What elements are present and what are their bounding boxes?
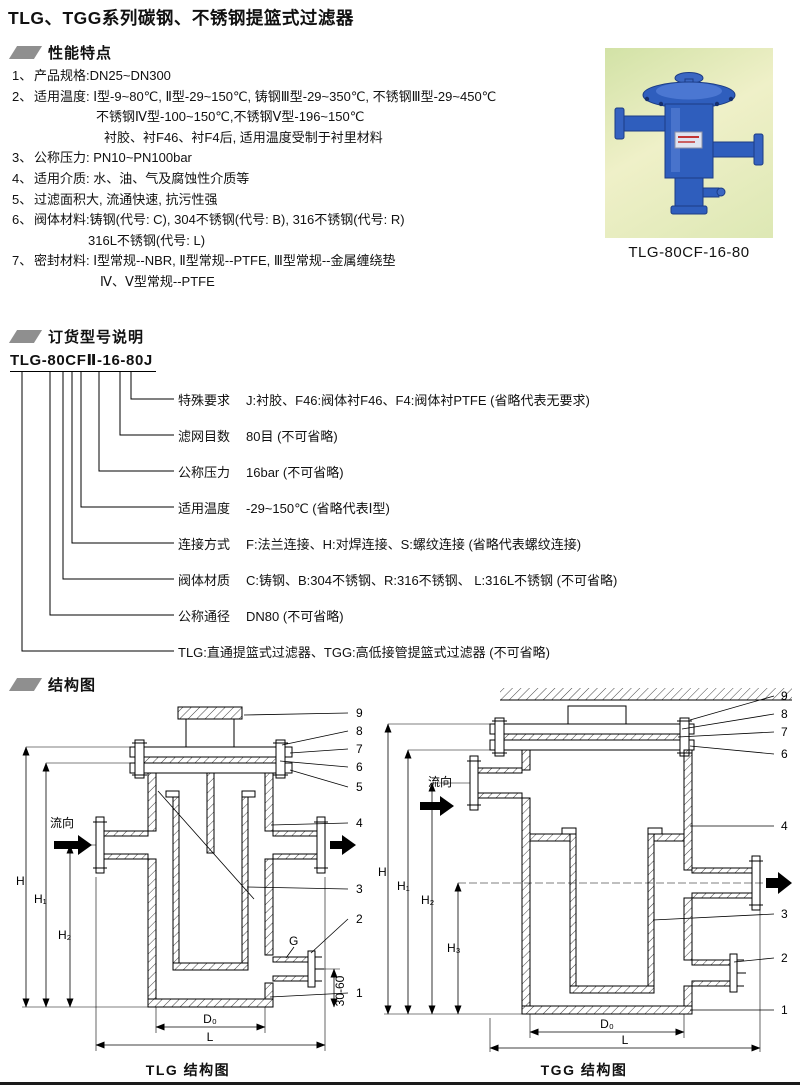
tgg-dim-labels: H H₁ H₂ H₃ D₀ L 流向: [378, 774, 629, 1047]
outlet-flange: [753, 133, 764, 166]
dim-label-h1: H₁: [34, 892, 47, 906]
dim-label-h3: H₃: [447, 941, 461, 955]
outlet-nozzle: [712, 141, 758, 158]
inlet-nozzle: [620, 115, 666, 132]
dim-label-h: H: [378, 865, 387, 879]
product-model-caption: TLG-80CF-16-80: [628, 244, 750, 261]
dim-label-d0: D₀: [600, 1017, 614, 1031]
structure-section-header: 结构图: [8, 674, 96, 695]
tgg-flow-arrows: [420, 796, 792, 894]
part-number-label: 2: [356, 912, 363, 926]
feature-line: 5、过滤面积大, 流通快速, 抗污性强: [12, 191, 218, 207]
dim-label-h: H: [16, 874, 25, 888]
tlg-dimension-lines: [22, 746, 340, 1051]
order-code-connector-lines: [21, 372, 174, 652]
feature-line: 4、适用介质: 水、油、气及腐蚀性介质等: [12, 170, 250, 186]
page-bottom-rule: [0, 1082, 800, 1085]
tgg-vessel-outline: [467, 688, 792, 1015]
product-photo: [605, 48, 773, 238]
tlg-structure-diagram: 9 8 7 6 5 4 3 2 1 H H₁ H₂ G D₀ L 30-60 流…: [16, 706, 363, 1051]
part-number-label: 4: [356, 816, 363, 830]
feature-line: Ⅳ、Ⅴ型常规--PTFE: [100, 273, 215, 289]
part-number-label: 3: [356, 882, 363, 896]
part-number-label: 8: [356, 724, 363, 738]
tlg-basket: [157, 772, 256, 971]
ordering-heading: 订货型号说明: [48, 329, 145, 346]
features-heading: 性能特点: [48, 45, 113, 62]
ordering-section-header: 订货型号说明: [8, 326, 144, 347]
part-number-label: 8: [781, 707, 788, 721]
feature-line: 1、产品规格:DN25~DN300: [12, 68, 171, 83]
dim-label-l: L: [207, 1030, 214, 1044]
tgg-dimension-lines: [384, 723, 764, 1052]
tgg-basket: [529, 827, 685, 994]
tlg-part-numbers: 9 8 7 6 5 4 3 2 1: [356, 706, 363, 1000]
dim-label-h2: H₂: [421, 893, 435, 907]
dim-label-h1: H₁: [397, 879, 410, 893]
part-number-label: 9: [356, 706, 363, 720]
feature-line: 衬胶、衬F46、衬F4后, 适用温度受制于衬里材料: [104, 129, 383, 145]
section-marker-icon: [8, 330, 43, 343]
tgg-part-leaders: [652, 695, 775, 1011]
tlg-dim-labels: H H₁ H₂ G D₀ L 30-60 流向: [16, 815, 347, 1044]
section-marker-icon: [8, 678, 43, 691]
part-number-label: 4: [781, 819, 788, 833]
dim-label-range: 30-60: [333, 975, 347, 1006]
section-marker-icon: [8, 46, 43, 59]
tlg-part-leaders: [243, 712, 349, 998]
feature-line: 3、公称压力: PN10~PN100bar: [12, 150, 192, 166]
page-title: TLG、TGG系列碳钢、不锈钢提篮式过滤器: [8, 8, 354, 28]
features-section-header: 性能特点: [8, 42, 112, 63]
part-number-label: 6: [781, 747, 788, 761]
inlet-flange: [614, 107, 625, 140]
part-number-label: 1: [356, 986, 363, 1000]
feature-line: 6、阀体材料:铸钢(代号: C), 304不锈钢(代号: B), 316不锈钢(…: [12, 212, 405, 228]
tlg-vessel-outline: [93, 706, 328, 1008]
part-number-label: 5: [356, 780, 363, 794]
tlg-diagram-caption: TLG 结构图: [145, 1062, 231, 1078]
feature-line: 2、适用温度: Ⅰ型-9~80℃, Ⅱ型-29~150℃, 铸钢Ⅲ型-29~35…: [12, 88, 497, 104]
part-number-label: 3: [781, 907, 788, 921]
part-number-label: 6: [356, 760, 363, 774]
tlg-drain: [272, 946, 324, 988]
tgg-part-numbers: 9 8 7 6 4 3 2 1: [781, 689, 788, 1017]
order-row: TLG:直通提篮式过滤器、TGG:高低接管提篮式过滤器 (不可省略): [178, 644, 550, 660]
tgg-diagram-caption: TGG 结构图: [540, 1062, 628, 1078]
part-number-label: 7: [356, 742, 363, 756]
feature-line: 7、密封材料: Ⅰ型常规--NBR, Ⅱ型常规--PTFE, Ⅲ型常规--金属缠…: [12, 253, 396, 269]
tgg-drain: [691, 953, 746, 993]
product-photo-image: [614, 72, 764, 215]
name-plate: [674, 131, 703, 149]
flow-direction-label: 流向: [50, 815, 74, 830]
strainer-illustration: [614, 72, 764, 215]
order-row: 适用温度-29~150℃ (省略代表Ⅰ型): [178, 500, 390, 516]
tgg-structure-diagram: 9 8 7 6 4 3 2 1 H H₁ H₂ H₃ D₀ L 流向: [378, 688, 792, 1052]
dim-label-h2: H₂: [58, 928, 72, 942]
dim-label-d0: D₀: [203, 1012, 217, 1026]
dim-label-g: G: [289, 934, 298, 948]
part-number-label: 9: [781, 689, 788, 703]
flow-direction-label: 流向: [428, 774, 452, 789]
part-number-label: 1: [781, 1003, 788, 1017]
features-list: 1、产品规格:DN25~DN300 2、适用温度: Ⅰ型-9~80℃, Ⅱ型-2…: [12, 66, 496, 293]
dim-label-l: L: [622, 1033, 629, 1047]
structure-heading: 结构图: [48, 677, 97, 694]
feature-line: 不锈钢Ⅳ型-100~150℃,不锈钢Ⅴ型-196~150℃: [96, 109, 365, 125]
feature-line: 316L不锈钢(代号: L): [88, 232, 206, 248]
order-code: TLG-80CFⅡ-16-80J: [10, 351, 156, 372]
part-number-label: 2: [781, 951, 788, 965]
part-number-label: 7: [781, 725, 788, 739]
